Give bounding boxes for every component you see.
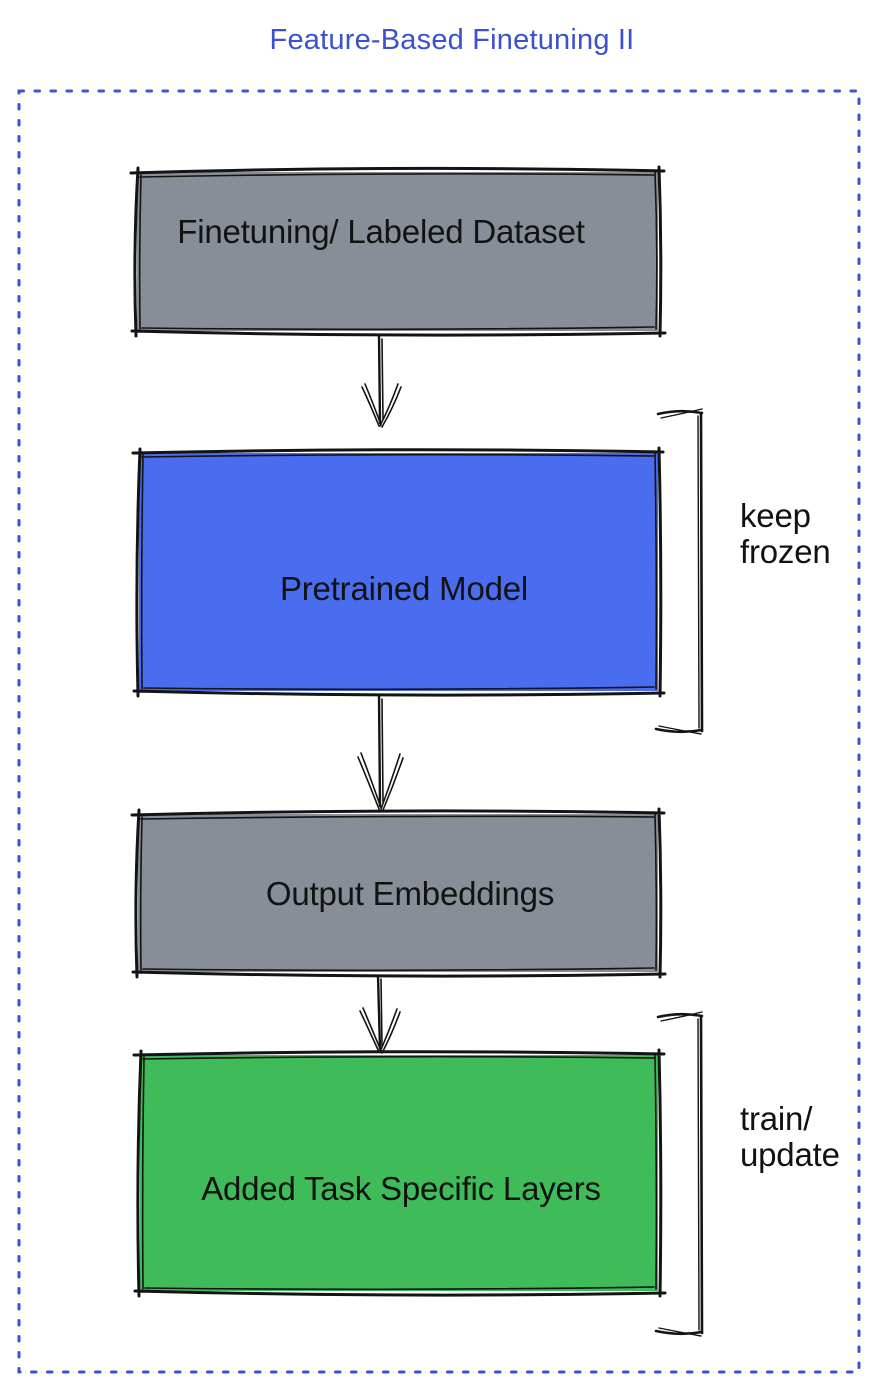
edge-arrow-model-to-embeddings: [357, 693, 404, 811]
node-output-embeddings-border: [130, 807, 667, 979]
diagram-title: Feature-Based Finetuning II: [269, 24, 635, 56]
node-output-embeddings-border-inner: [139, 813, 658, 972]
node-pretrained-model-border: [131, 446, 666, 698]
edge-arrow-embeddings-to-layers: [359, 974, 401, 1054]
node-task-specific-layers-fill: [140, 1055, 658, 1291]
node-finetuning-dataset-label: Finetuning/ Labeled Dataset: [177, 213, 585, 250]
node-task-specific-layers: [132, 1048, 667, 1298]
edge-arrow-dataset-to-model: [361, 333, 402, 428]
keep-frozen-label: keep frozen: [740, 497, 831, 570]
dotted-frame: [17, 89, 861, 1374]
train-update-label: train/ update: [740, 1100, 840, 1173]
node-output-embeddings-fill: [138, 814, 658, 972]
node-output-embeddings: [130, 807, 667, 979]
node-finetuning-dataset-border-inner: [138, 171, 658, 331]
node-task-specific-layers-border-inner: [141, 1054, 658, 1291]
node-pretrained-model: [131, 446, 666, 698]
train-update-bracket: [654, 1011, 704, 1337]
node-pretrained-model-label: Pretrained Model: [279, 570, 529, 607]
node-finetuning-dataset: [129, 165, 667, 338]
node-pretrained-model-border-inner: [140, 452, 658, 691]
node-task-specific-layers-label: Added Task Specific Layers: [201, 1170, 601, 1207]
node-pretrained-model-fill: [139, 453, 658, 691]
keep-frozen-bracket: [654, 408, 704, 735]
node-finetuning-dataset-border: [129, 165, 667, 338]
node-finetuning-dataset-fill: [137, 172, 658, 331]
node-task-specific-layers-border: [132, 1048, 667, 1298]
node-output-embeddings-label: Output Embeddings: [265, 875, 555, 912]
